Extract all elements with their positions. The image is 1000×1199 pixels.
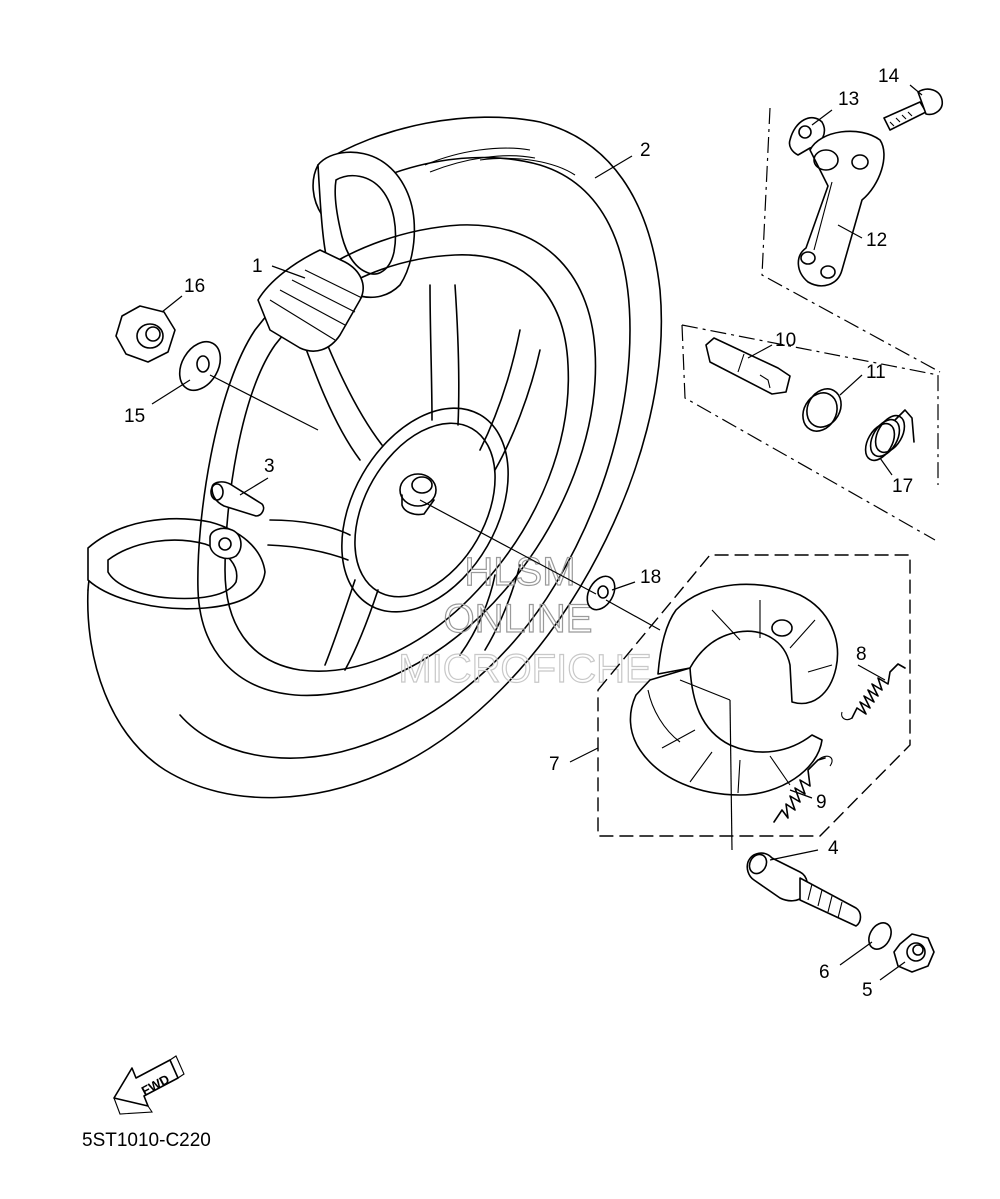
leader-lines bbox=[151, 84, 923, 981]
callout-labels: 1 2 3 4 5 6 7 8 9 10 11 12 13 14 15 16 1… bbox=[124, 66, 913, 1001]
diagram-code: 5ST1010-C220 bbox=[82, 1130, 211, 1151]
callout-2: 2 bbox=[640, 140, 651, 161]
callout-4: 4 bbox=[828, 838, 839, 859]
callout-8: 8 bbox=[856, 644, 867, 665]
part-8-spring bbox=[841, 663, 906, 721]
part-group-12-14 bbox=[761, 88, 944, 373]
callout-10: 10 bbox=[775, 330, 796, 351]
callout-17: 17 bbox=[892, 476, 913, 497]
part-group-7-9 bbox=[597, 554, 911, 837]
part-15-washer bbox=[178, 340, 222, 392]
part-16-nut bbox=[115, 305, 176, 363]
callout-16: 16 bbox=[184, 276, 205, 297]
callout-18: 18 bbox=[640, 567, 661, 588]
part-group-10-17 bbox=[681, 324, 939, 541]
watermark-line3: MICROFICHE bbox=[398, 647, 651, 691]
callout-3: 3 bbox=[264, 456, 275, 477]
watermark-line1: HLSM bbox=[464, 550, 575, 594]
callout-5: 5 bbox=[862, 980, 873, 1001]
callout-9: 9 bbox=[816, 792, 827, 813]
watermark-line2: ONLINE bbox=[444, 597, 593, 641]
callout-13: 13 bbox=[838, 89, 859, 110]
callout-6: 6 bbox=[819, 962, 830, 983]
part-17-spring bbox=[864, 409, 915, 462]
part-7-brake-shoe bbox=[629, 583, 839, 796]
fwd-arrow-icon: FWD bbox=[113, 1055, 185, 1115]
part-9-spring bbox=[773, 755, 833, 823]
callout-14: 14 bbox=[878, 66, 900, 87]
callout-12: 12 bbox=[866, 230, 887, 251]
callout-1: 1 bbox=[252, 256, 263, 277]
callout-15: 15 bbox=[124, 406, 145, 427]
wheel-tire-assembly bbox=[86, 116, 663, 799]
callout-7: 7 bbox=[549, 754, 560, 775]
watermark: HLSM ONLINE MICROFICHE bbox=[398, 549, 653, 691]
callout-11: 11 bbox=[866, 362, 886, 383]
part-group-4-6 bbox=[746, 852, 935, 973]
